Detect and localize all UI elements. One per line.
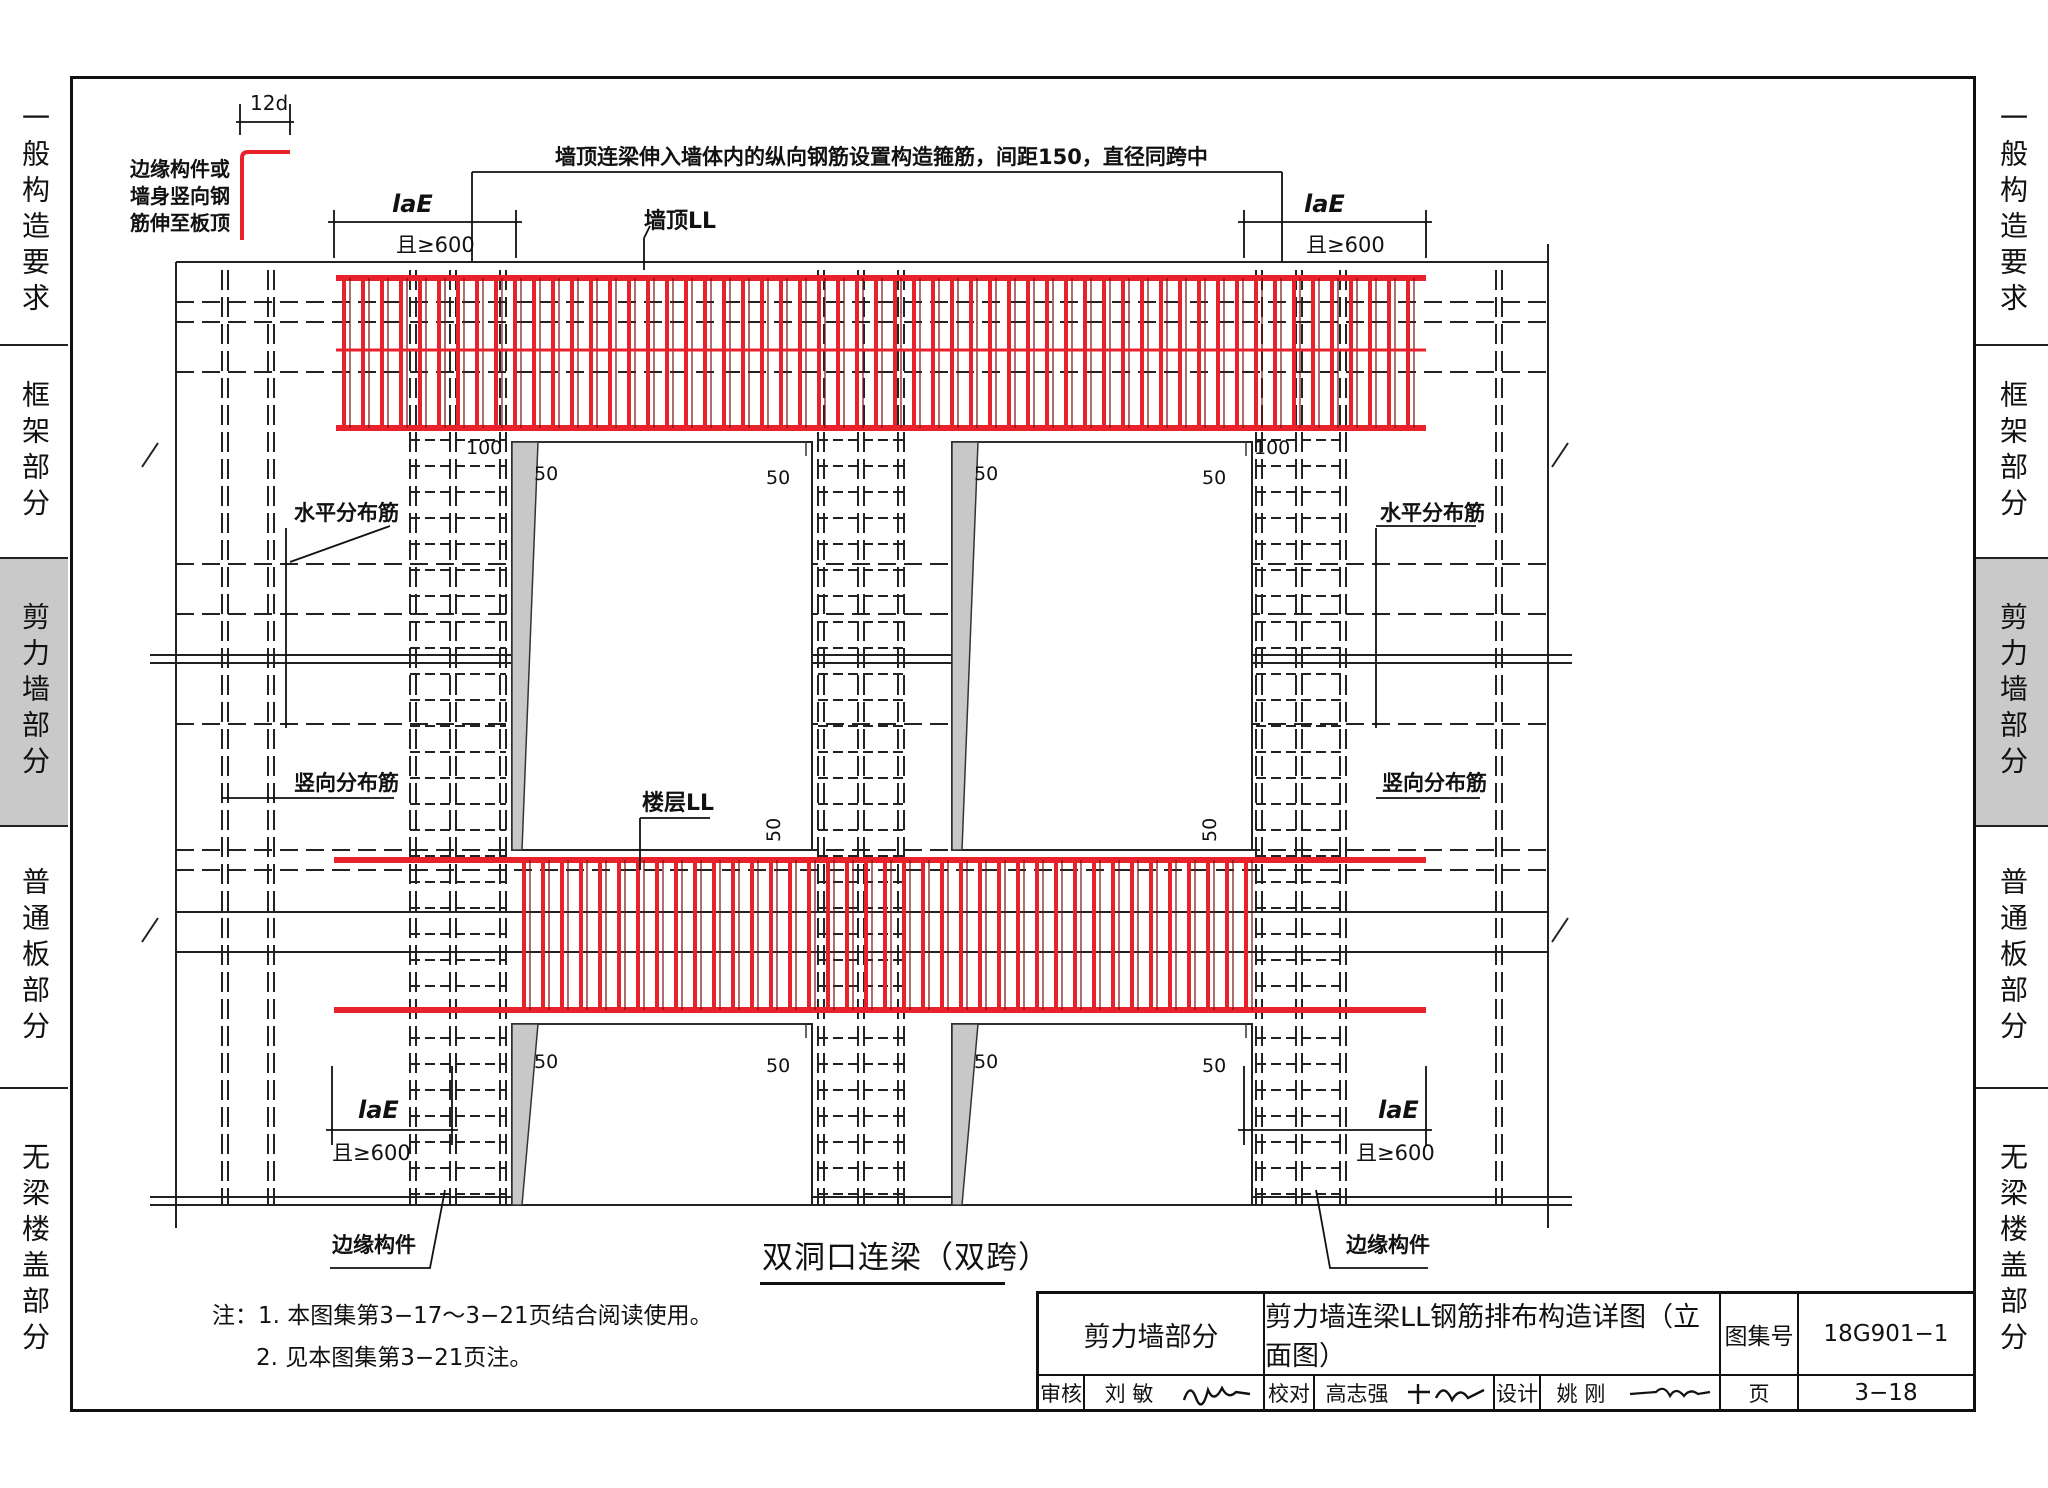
dim-50: 50 (534, 463, 558, 485)
top-note: 墙顶连梁伸入墙体内的纵向钢筋设置构造箍筋，间距150，直径同跨中 (555, 145, 1208, 169)
wall-opening (951, 441, 1253, 851)
vertical-bars-right: 竖向分布筋 (1382, 771, 1487, 795)
design-name: 姚 刚 (1556, 1382, 1606, 1406)
lae-min-bottom-right: 且≥600 (1356, 1141, 1435, 1165)
lae-min-bottom-left: 且≥600 (332, 1141, 411, 1165)
signature-image (1629, 1387, 1711, 1399)
top-beam-label: 墙顶LL (644, 209, 716, 234)
side-tab-frame[interactable]: 框架部分 (0, 346, 68, 559)
signature-image (1182, 1385, 1251, 1406)
opening-chamfer-top (538, 1023, 807, 1038)
side-tab-slab[interactable]: 普通板部分 (0, 827, 68, 1089)
opening-chamfer (951, 1023, 979, 1206)
page-label: 页 (1721, 1374, 1799, 1412)
diagram-caption: 双洞口连梁（双跨） (762, 1240, 1050, 1276)
side-tab-label: 剪力墙部分 (18, 602, 51, 782)
opening-chamfer (951, 441, 979, 851)
note-line-1: 注：1. 本图集第3−17～3−21页结合阅读使用。 (212, 1303, 713, 1329)
dim-50: 50 (766, 467, 790, 489)
title-block: 剪力墙部分 剪力墙连梁LL钢筋排布构造详图（立面图） 图集号 18G901−1 … (1036, 1291, 1973, 1412)
atlas-label: 图集号 (1721, 1294, 1799, 1374)
dim-50: 50 (534, 1051, 558, 1073)
check-name: 高志强 (1325, 1382, 1389, 1406)
opening-chamfer-top (978, 1023, 1247, 1038)
left-side-tabs: 一般构造要求 框架部分 剪力墙部分 普通板部分 无梁楼盖部分 (0, 78, 70, 1410)
side-tab-label: 框架部分 (18, 379, 51, 524)
coupling-beam-rebar (334, 275, 1426, 1013)
wall-opening (951, 1023, 1253, 1206)
vertical-bars-left: 竖向分布筋 (294, 771, 399, 795)
side-tab-shear-wall[interactable]: 剪力墙部分 (1976, 559, 2048, 827)
opening-chamfer (511, 1023, 539, 1206)
side-tab-slab[interactable]: 普通板部分 (1976, 827, 2048, 1089)
wall-opening (511, 441, 813, 851)
check-signature (1399, 1374, 1495, 1412)
boundary-element-right: 边缘构件 (1346, 1233, 1430, 1257)
side-tab-label: 普通板部分 (1996, 867, 2029, 1047)
design-signature (1621, 1374, 1721, 1412)
break-mark (141, 917, 159, 943)
edge-note-line-2: 墙身竖向钢 (130, 184, 230, 208)
side-tab-label: 剪力墙部分 (1996, 602, 2029, 782)
opening-chamfer-top (978, 441, 1247, 456)
signature-image (1408, 1384, 1485, 1404)
break-mark (1551, 917, 1569, 943)
side-tab-label: 无梁楼盖部分 (18, 1141, 51, 1358)
floor-beam-label: 楼层LL (642, 791, 714, 816)
lae-bottom-right: laE (1378, 1096, 1419, 1124)
wall-outline-lines (141, 244, 1572, 1228)
atlas-number: 18G901−1 (1823, 1321, 1949, 1347)
boundary-element-left: 边缘构件 (332, 1233, 416, 1257)
note-line-2: 2. 见本图集第3−21页注。 (256, 1345, 533, 1371)
caption-underline (760, 1282, 1005, 1285)
edge-note-line-1: 边缘构件或 (129, 157, 230, 181)
page-number: 3−18 (1854, 1380, 1918, 1406)
lae-top-right: laE (1304, 190, 1345, 218)
review-signature (1173, 1374, 1265, 1412)
design-label: 设计 (1495, 1374, 1541, 1412)
lae-top-left: laE (392, 190, 433, 218)
dim-12d: 12d (250, 91, 288, 115)
side-tab-general[interactable]: 一般构造要求 (1976, 78, 2048, 346)
dim-100-right: 100 (1254, 437, 1290, 459)
title-main: 剪力墙连梁LL钢筋排布构造详图（立面图） (1265, 1294, 1721, 1374)
dim-50: 50 (1199, 818, 1221, 842)
dim-50: 50 (766, 1055, 790, 1077)
side-tab-label: 普通板部分 (18, 867, 51, 1047)
right-side-tabs: 一般构造要求 框架部分 剪力墙部分 普通板部分 无梁楼盖部分 (1976, 78, 2048, 1410)
side-tab-flat-slab[interactable]: 无梁楼盖部分 (0, 1089, 68, 1410)
dimension-lines (222, 104, 1480, 1269)
side-tab-general[interactable]: 一般构造要求 (0, 78, 68, 346)
opening-chamfer (511, 441, 539, 851)
lae-min-top-right: 且≥600 (1306, 233, 1385, 257)
break-mark (141, 442, 159, 468)
dim-100-left: 100 (466, 437, 502, 459)
drawing-frame (70, 76, 1976, 1412)
review-name: 刘 敏 (1104, 1382, 1154, 1406)
check-label: 校对 (1265, 1374, 1315, 1412)
side-tab-label: 一般构造要求 (18, 103, 51, 319)
opening-chamfer-top (538, 441, 807, 456)
notes: 注：1. 本图集第3−17～3−21页结合阅读使用。 2. 见本图集第3−21页… (212, 1295, 713, 1379)
lae-min-top-left: 且≥600 (396, 233, 475, 257)
side-tab-label: 无梁楼盖部分 (1996, 1141, 2029, 1358)
side-tab-flat-slab[interactable]: 无梁楼盖部分 (1976, 1089, 2048, 1410)
side-tab-label: 一般构造要求 (1996, 103, 2029, 319)
horizontal-bars-right: 水平分布筋 (1380, 501, 1485, 525)
side-tab-label: 框架部分 (1996, 379, 2029, 524)
title-section: 剪力墙部分 (1039, 1294, 1265, 1374)
side-tab-frame[interactable]: 框架部分 (1976, 346, 2048, 559)
dim-50: 50 (763, 818, 785, 842)
lae-bottom-left: laE (358, 1096, 399, 1124)
horizontal-bars-left: 水平分布筋 (294, 501, 399, 525)
dim-50: 50 (1202, 1055, 1226, 1077)
dim-50: 50 (974, 1051, 998, 1073)
edge-note-line-3: 筋伸至板顶 (130, 211, 230, 235)
review-label: 审核 (1039, 1374, 1085, 1412)
break-mark (1551, 442, 1569, 468)
dim-50: 50 (1202, 467, 1226, 489)
side-tab-shear-wall[interactable]: 剪力墙部分 (0, 559, 68, 827)
dim-50: 50 (974, 463, 998, 485)
